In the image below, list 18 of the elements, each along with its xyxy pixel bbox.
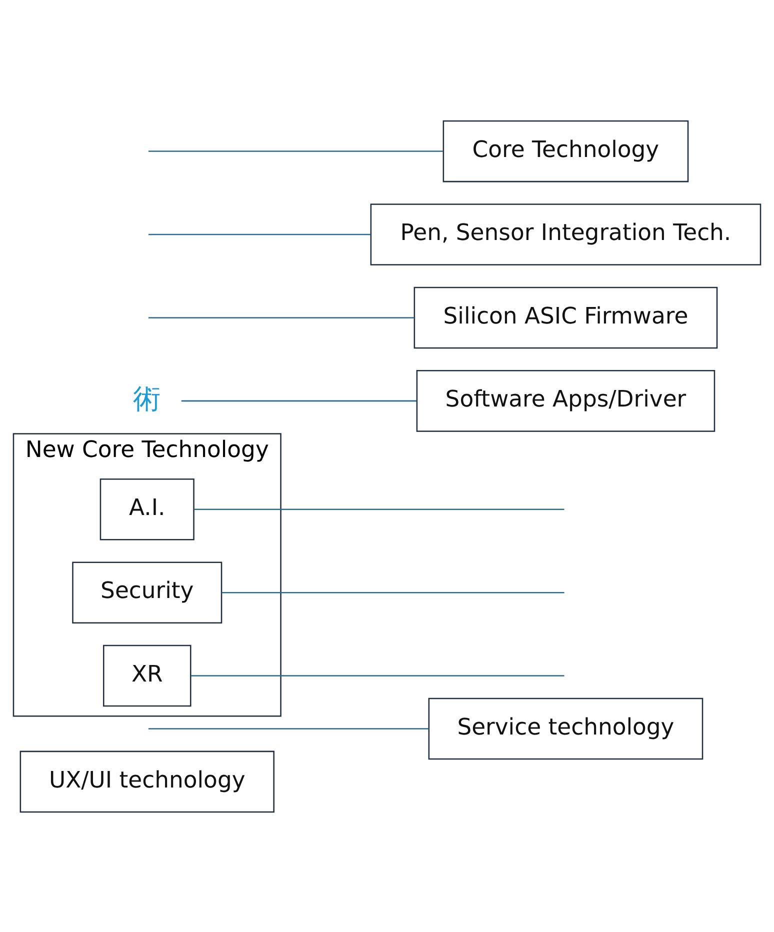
node-text: 術 <box>133 382 162 414</box>
node-box: UX/UI technology <box>20 750 274 812</box>
node-box: Service technology <box>428 697 704 760</box>
connector <box>148 316 414 318</box>
connector <box>181 400 417 402</box>
connector <box>148 150 443 152</box>
node-box: Software Apps/Driver <box>416 370 716 432</box>
node-box: Core Technology <box>442 120 689 182</box>
connector <box>148 233 370 235</box>
node-box: Security <box>72 561 222 623</box>
connector <box>148 728 429 729</box>
connector <box>194 508 564 510</box>
connector <box>190 674 564 676</box>
node-box: Pen, Sensor Integration Tech. <box>370 203 762 265</box>
node-box: XR <box>103 644 192 706</box>
node-box: A.I. <box>100 478 194 540</box>
node-box: Silicon ASIC Firmware <box>414 286 718 348</box>
connector <box>222 591 564 593</box>
